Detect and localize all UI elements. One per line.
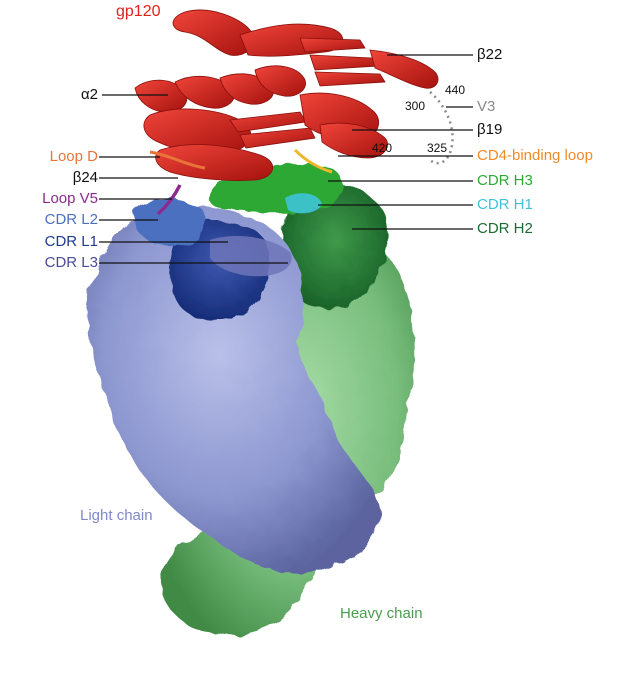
cd4-binding-loop-label: CD4-binding loop (477, 147, 593, 164)
heavy-chain-label: Heavy chain (340, 605, 423, 622)
cdr-l1-label: CDR L1 (44, 233, 98, 250)
residue-440-label: 440 (445, 83, 466, 97)
alpha2-label: α2 (80, 86, 98, 103)
residue-300-label: 300 (405, 99, 426, 113)
cdr-h2-label: CDR H2 (477, 220, 533, 237)
cd4-binding-loop-strand (293, 148, 333, 174)
cdr-h1-surface (285, 193, 322, 214)
light-chain-label: Light chain (80, 507, 153, 524)
v3-dotted-loop (429, 91, 454, 165)
beta24-label: β24 (72, 169, 98, 186)
gp120-ribbon (134, 9, 439, 181)
cdr-h1-label: CDR H1 (477, 196, 533, 213)
loop-v5-label: Loop V5 (42, 190, 98, 207)
cdr-l2-surface (133, 199, 208, 245)
gp120-title: gp120 (116, 3, 161, 20)
residue-325-label: 325 (427, 141, 448, 155)
cdr-h2-surface (282, 183, 389, 310)
beta19-label: β19 (477, 121, 503, 138)
leader-lines (99, 54, 473, 264)
cdr-h3-label: CDR H3 (477, 172, 533, 189)
v3-label: V3 (477, 98, 496, 115)
beta22-label: β22 (477, 46, 503, 63)
cdr-l2-label: CDR L2 (44, 211, 98, 228)
loop-v5-strand (156, 184, 182, 216)
cdr-l3-surface (210, 236, 292, 277)
residue-420-label: 420 (372, 141, 393, 155)
loop-d-label: Loop D (49, 148, 98, 165)
loop-d-strand (149, 150, 206, 170)
light-chain-surface (86, 206, 382, 573)
cdr-l3-label: CDR L3 (44, 254, 98, 271)
